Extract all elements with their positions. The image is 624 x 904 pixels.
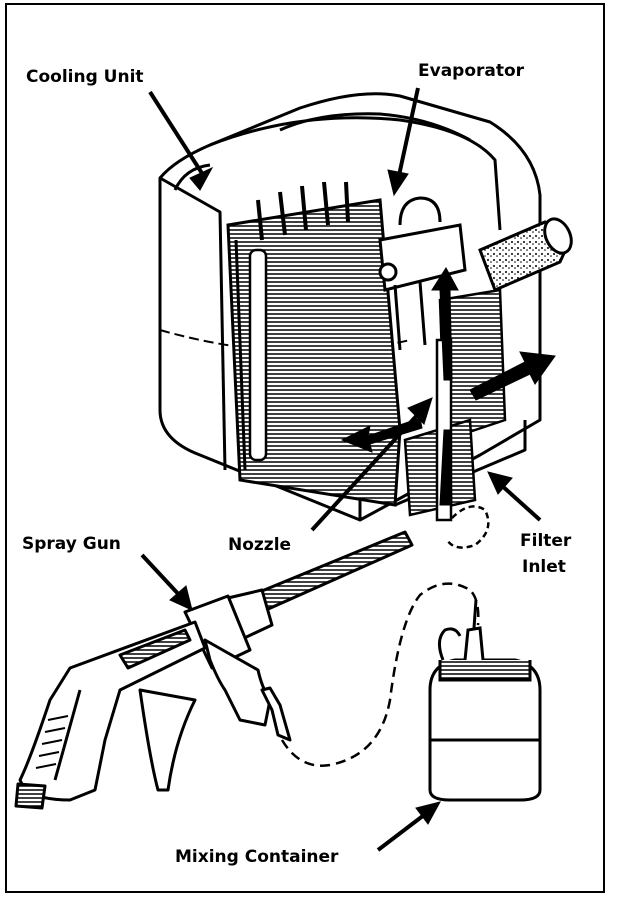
arrow-evaporator bbox=[387, 87, 420, 197]
inlet-pipe bbox=[478, 217, 573, 293]
arrow-mixing-container bbox=[376, 801, 441, 852]
label-evaporator: Evaporator bbox=[418, 61, 525, 81]
callout-arrows bbox=[140, 87, 542, 852]
evaporator-core bbox=[226, 181, 402, 507]
arrow-cooling-unit bbox=[148, 90, 214, 191]
siphon-hose bbox=[280, 582, 480, 767]
label-filter-inlet-line1: Filter bbox=[520, 531, 572, 551]
arrow-filter-inlet bbox=[487, 471, 542, 522]
mixing-container bbox=[428, 599, 542, 802]
spray-gun bbox=[14, 530, 414, 810]
label-mixing-container: Mixing Container bbox=[175, 847, 339, 867]
arrow-nozzle bbox=[310, 397, 433, 532]
arrow-spray-gun bbox=[140, 553, 193, 611]
label-spray-gun: Spray Gun bbox=[22, 534, 121, 554]
spray-arrows bbox=[340, 267, 556, 506]
hose-loop bbox=[445, 505, 490, 549]
label-cooling-unit: Cooling Unit bbox=[26, 67, 144, 87]
label-filter-inlet-line2: Inlet bbox=[522, 557, 566, 577]
label-nozzle: Nozzle bbox=[228, 535, 291, 555]
